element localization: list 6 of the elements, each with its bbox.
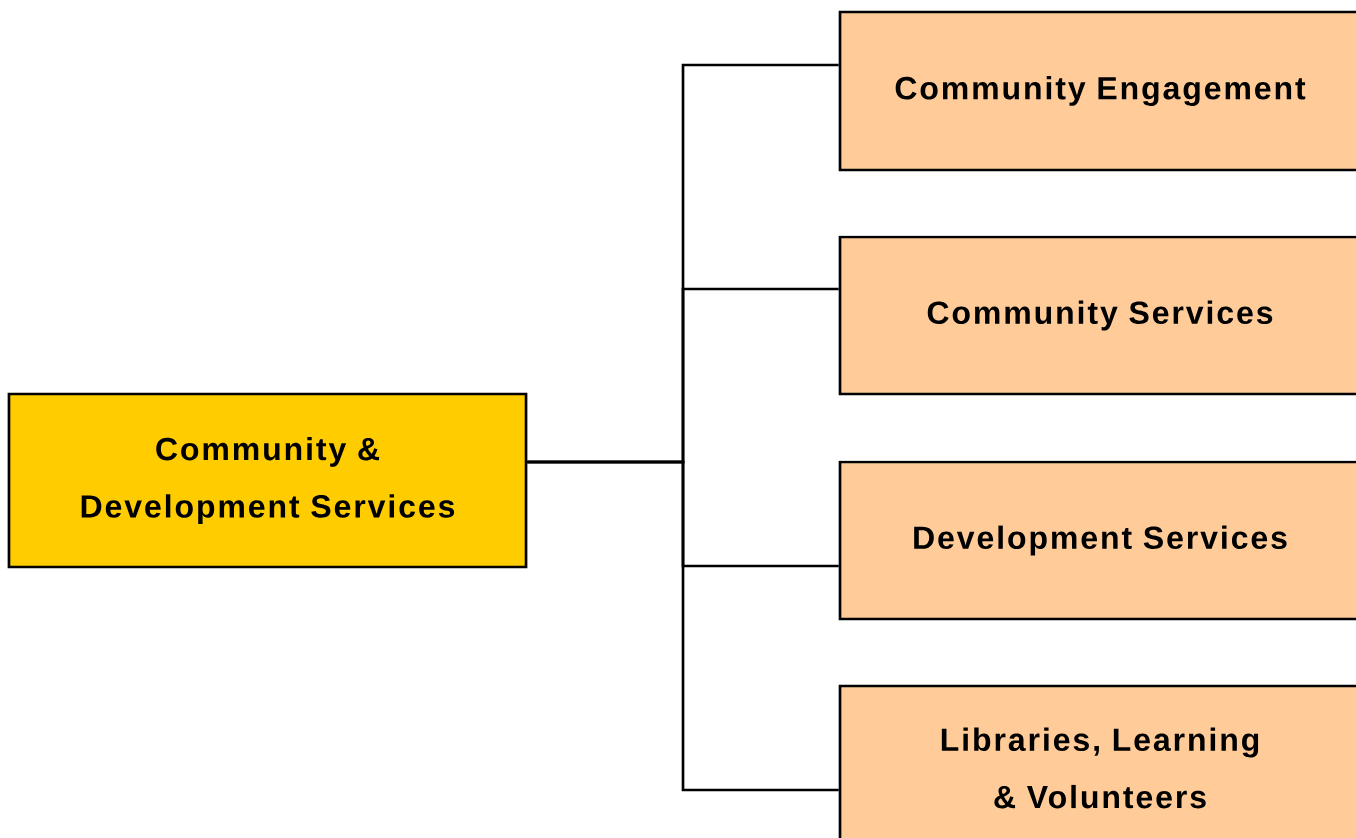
department-box: Libraries, Learning & Volunteers — [838, 684, 1356, 838]
department-box: Community Services — [838, 235, 1356, 396]
connector-line — [527, 460, 839, 792]
department-box: Community Engagement — [838, 10, 1356, 172]
department-box: Development Services — [838, 460, 1356, 621]
division-box: Community & Development Services — [7, 392, 528, 569]
